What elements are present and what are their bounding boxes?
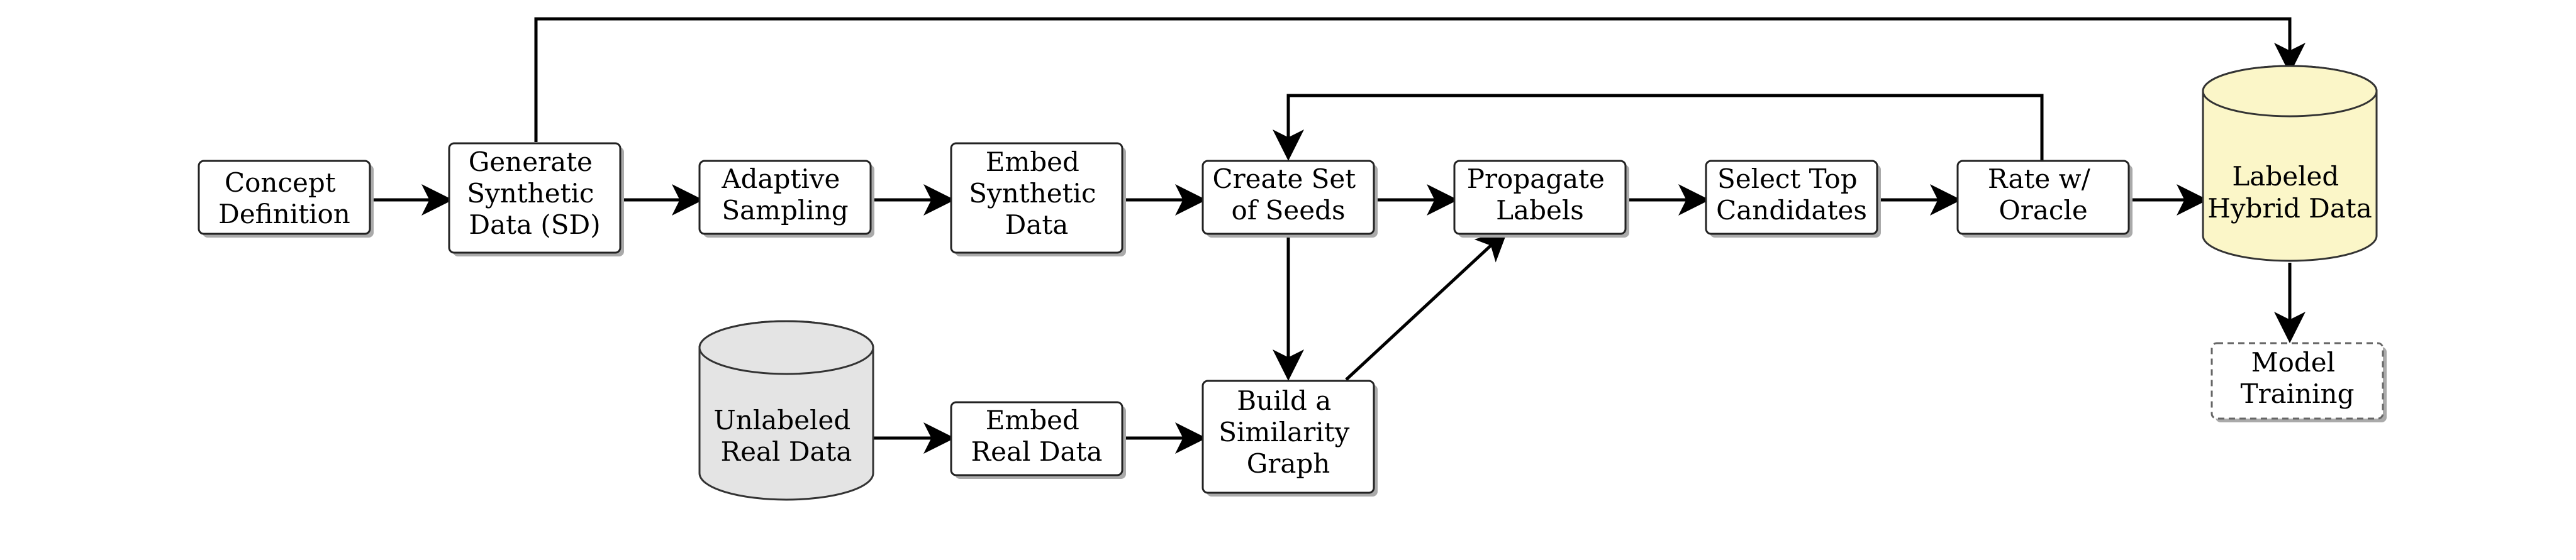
seeds-line-2: of Seeds (1231, 195, 1345, 226)
generate-line-3: Data (SD) (469, 209, 600, 240)
create-seeds-node: Create Set of Seeds (1202, 160, 1378, 238)
adaptive-line-2: Sampling (722, 195, 848, 226)
arrow-graph-to-propagate (1345, 229, 1508, 381)
rate-with-oracle-node: Rate w/ Oracle (1956, 160, 2133, 238)
adaptive-sampling-node: Adaptive Sampling (698, 160, 874, 238)
concept-definition-line-1: Concept (225, 167, 336, 198)
labeled-hybrid-data-cylinder: Labeled Hybrid Data (2202, 65, 2378, 262)
model-training-node: Model Training (2211, 342, 2387, 422)
svg-text:Unlabeled Real Data: Unlabeled Real Data (713, 405, 859, 467)
propagate-labels-node: Propagate Labels (1453, 160, 1629, 238)
graph-line-2: Similarity (1218, 417, 1349, 447)
training-line-2: Training (2241, 378, 2355, 409)
embed-real-line-2: Real Data (971, 436, 1103, 467)
rate-line-2: Oracle (1999, 195, 2087, 226)
svg-text:Generate Synthetic: Generate Synthetic Data (SD) (467, 146, 603, 240)
training-line-1: Model (2251, 347, 2335, 378)
svg-text:Select Top Candidates: Select Top Candidates (1716, 163, 1867, 226)
embed-synth-line-2: Synthetic (969, 178, 1096, 209)
concept-definition-node: Concept Definition (198, 160, 374, 238)
select-line-2: Candidates (1716, 195, 1867, 226)
generate-line-2: Synthetic (467, 178, 594, 209)
svg-text:Model Training: Model Training (2241, 347, 2355, 409)
select-line-1: Select Top (1717, 163, 1858, 194)
graph-line-3: Graph (1247, 448, 1330, 479)
select-top-candidates-node: Select Top Candidates (1705, 160, 1881, 238)
unlabeled-line-2: Real Data (721, 436, 852, 467)
svg-text:Adaptive Sampling: Adaptive Sampling (721, 163, 848, 226)
embed-real-line-1: Embed (986, 405, 1079, 436)
adaptive-line-1: Adaptive (721, 163, 840, 194)
embed-real-data-node: Embed Real Data (950, 401, 1126, 479)
svg-text:Build a Similarity: Build a Similarity Graph (1218, 385, 1358, 479)
svg-text:Create Set of Seeds: Create Set of Seeds (1212, 163, 1364, 226)
edges (372, 17, 2306, 454)
unlabeled-real-data-cylinder: Unlabeled Real Data (698, 320, 874, 501)
svg-text:Concept Definition: Concept Definition (218, 167, 350, 229)
svg-text:Embed Synthetic Da: Embed Synthetic Data (969, 146, 1105, 240)
labeled-line-2: Hybrid Data (2207, 193, 2372, 224)
svg-text:Propagate Labels: Propagate Labels (1467, 163, 1614, 226)
propagate-line-2: Labels (1496, 195, 1584, 226)
similarity-graph-node: Build a Similarity Graph (1202, 380, 1378, 497)
labeled-cylinder-top (2202, 65, 2378, 118)
svg-text:Rate w/ Oracle: Rate w/ Oracle (1988, 163, 2099, 226)
embed-synth-line-3: Data (1005, 209, 1069, 240)
svg-text:Labeled Hybrid Data: Labeled Hybrid Data (2207, 161, 2372, 224)
generate-line-1: Generate (469, 146, 593, 177)
unlabeled-cylinder-top (698, 320, 874, 375)
generate-synthetic-data-node: Generate Synthetic Data (SD) (448, 142, 624, 256)
svg-text:Embed Real Data: Embed Real Data (971, 405, 1103, 467)
embed-synthetic-data-node: Embed Synthetic Data (950, 142, 1126, 256)
labeled-line-1: Labeled (2232, 161, 2339, 192)
unlabeled-line-1: Unlabeled (713, 405, 850, 436)
embed-synth-line-1: Embed (986, 146, 1079, 177)
seeds-line-1: Create Set (1212, 163, 1356, 194)
concept-definition-line-2: Definition (218, 199, 350, 229)
graph-line-1: Build a (1237, 385, 1331, 416)
rate-line-1: Rate w/ (1988, 163, 2091, 194)
propagate-line-1: Propagate (1467, 163, 1605, 194)
arrow-rate-feedback-to-seeds (1273, 94, 2044, 162)
arrow-generate-to-labeled-top (534, 17, 2306, 142)
